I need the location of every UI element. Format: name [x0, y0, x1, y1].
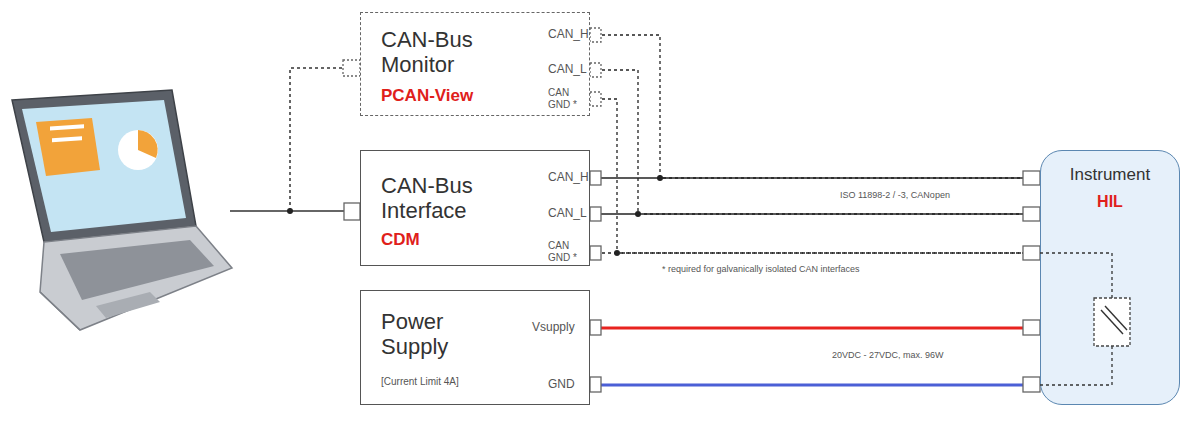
note-text: * required for galvanically isolated CAN…	[660, 264, 862, 274]
device-title: Instrument	[1051, 165, 1169, 185]
wire-connector	[590, 35, 1040, 178]
pin-name: CAN GND *	[548, 240, 588, 263]
pin-name: Vsupply	[532, 321, 575, 335]
usb-cable	[290, 68, 343, 211]
pin-name: CAN_H	[548, 171, 588, 185]
wire-connector	[590, 99, 1040, 253]
junction-dot	[614, 250, 620, 256]
junction-dot	[657, 175, 663, 181]
isolation-symbol	[1094, 298, 1130, 346]
junction-dot	[635, 211, 641, 217]
wire-connector	[590, 70, 1040, 214]
pin-name: CAN_L	[548, 63, 587, 77]
pin-name: CAN_L	[548, 207, 587, 221]
device-subtitle: CDM	[381, 230, 501, 250]
device-subtitle: PCAN-View	[381, 86, 531, 106]
wire-connector	[590, 327, 1040, 330]
wire-connector	[590, 384, 1040, 387]
device-title: Power Supply	[381, 309, 471, 360]
pin-name: CAN GND *	[548, 87, 588, 110]
pin-name: GND	[548, 378, 575, 392]
note-text: ISO 11898-2 / -3, CANopen	[838, 190, 952, 200]
device-title: CAN-Bus Interface	[381, 173, 501, 224]
isolation-symbol	[1105, 306, 1127, 330]
note-text: 20VDC - 27VDC, max. 96W	[830, 350, 946, 360]
laptop-illustration	[12, 90, 232, 330]
junction-dot	[287, 208, 293, 214]
instrument-box: InstrumentHIL	[1040, 150, 1180, 405]
pin-name: CAN_H	[548, 28, 588, 42]
device-title: CAN-Bus Monitor	[381, 27, 551, 78]
device-subtitle: HIL	[1051, 193, 1169, 211]
device-subtitle: [Current Limit 4A]	[381, 376, 531, 388]
